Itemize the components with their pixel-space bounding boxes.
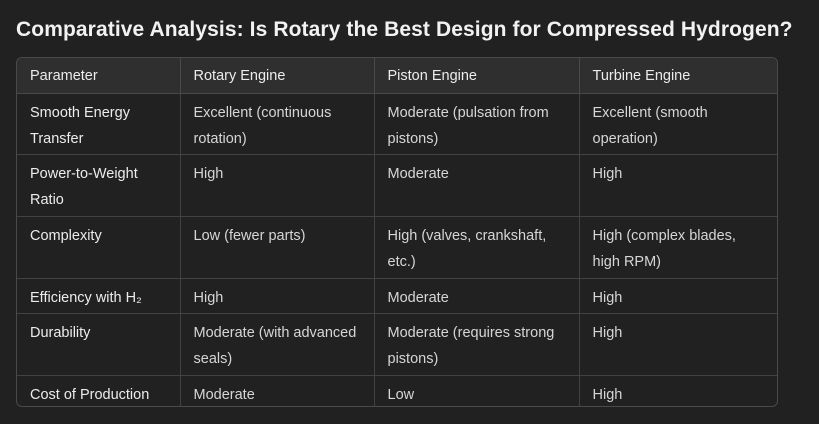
table-row: Smooth Energy Transfer Excellent (contin… — [17, 93, 777, 155]
cell-piston: High (valves, crankshaft, etc.) — [374, 216, 580, 279]
cell-parameter: Complexity — [17, 216, 181, 279]
cell-turbine: High — [579, 313, 777, 376]
table-row: Durability Moderate (with advanced seals… — [17, 313, 777, 376]
cell-rotary: Moderate (with advanced seals) — [180, 313, 375, 376]
cell-parameter: Power-to-Weight Ratio — [17, 154, 181, 217]
table-row: Cost of Production Moderate Low High — [17, 375, 777, 406]
cell-turbine: High (complex blades, high RPM) — [579, 216, 777, 279]
cell-piston: Moderate (requires strong pistons) — [374, 313, 580, 376]
table-row: Efficiency with H₂ High Moderate High — [17, 278, 777, 314]
column-header-rotary-engine: Rotary Engine — [180, 58, 375, 94]
column-header-turbine-engine: Turbine Engine — [579, 58, 777, 94]
cell-rotary: High — [180, 154, 375, 217]
cell-parameter: Smooth Energy Transfer — [17, 93, 181, 155]
cell-turbine: High — [579, 154, 777, 217]
page-title: Comparative Analysis: Is Rotary the Best… — [16, 18, 793, 41]
cell-turbine: High — [579, 278, 777, 314]
cell-parameter: Efficiency with H₂ — [17, 278, 181, 314]
cell-parameter: Cost of Production — [17, 375, 181, 406]
cell-piston: Moderate — [374, 278, 580, 314]
cell-rotary: Low (fewer parts) — [180, 216, 375, 279]
table-header-row: Parameter Rotary Engine Piston Engine Tu… — [17, 58, 777, 94]
cell-turbine: High — [592, 387, 623, 403]
cell-piston: Low — [374, 375, 580, 406]
comparison-table: Parameter Rotary Engine Piston Engine Tu… — [17, 58, 777, 406]
cell-rotary: Excellent (continuous rotation) — [180, 93, 375, 155]
column-header-parameter: Parameter — [17, 58, 181, 94]
table-row: Power-to-Weight Ratio High Moderate High — [17, 154, 777, 217]
cell-parameter: Durability — [17, 313, 181, 376]
cell-rotary: High — [180, 278, 375, 314]
comparison-table-container: Parameter Rotary Engine Piston Engine Tu… — [16, 57, 778, 407]
table-row: Complexity Low (fewer parts) High (valve… — [17, 216, 777, 279]
cell-turbine: Excellent (smooth operation) — [579, 93, 777, 155]
cell-piston: Moderate (pulsation from pistons) — [374, 93, 580, 155]
cell-rotary: Moderate — [180, 375, 375, 406]
cell-piston: Moderate — [374, 154, 580, 217]
column-header-piston-engine: Piston Engine — [374, 58, 580, 94]
